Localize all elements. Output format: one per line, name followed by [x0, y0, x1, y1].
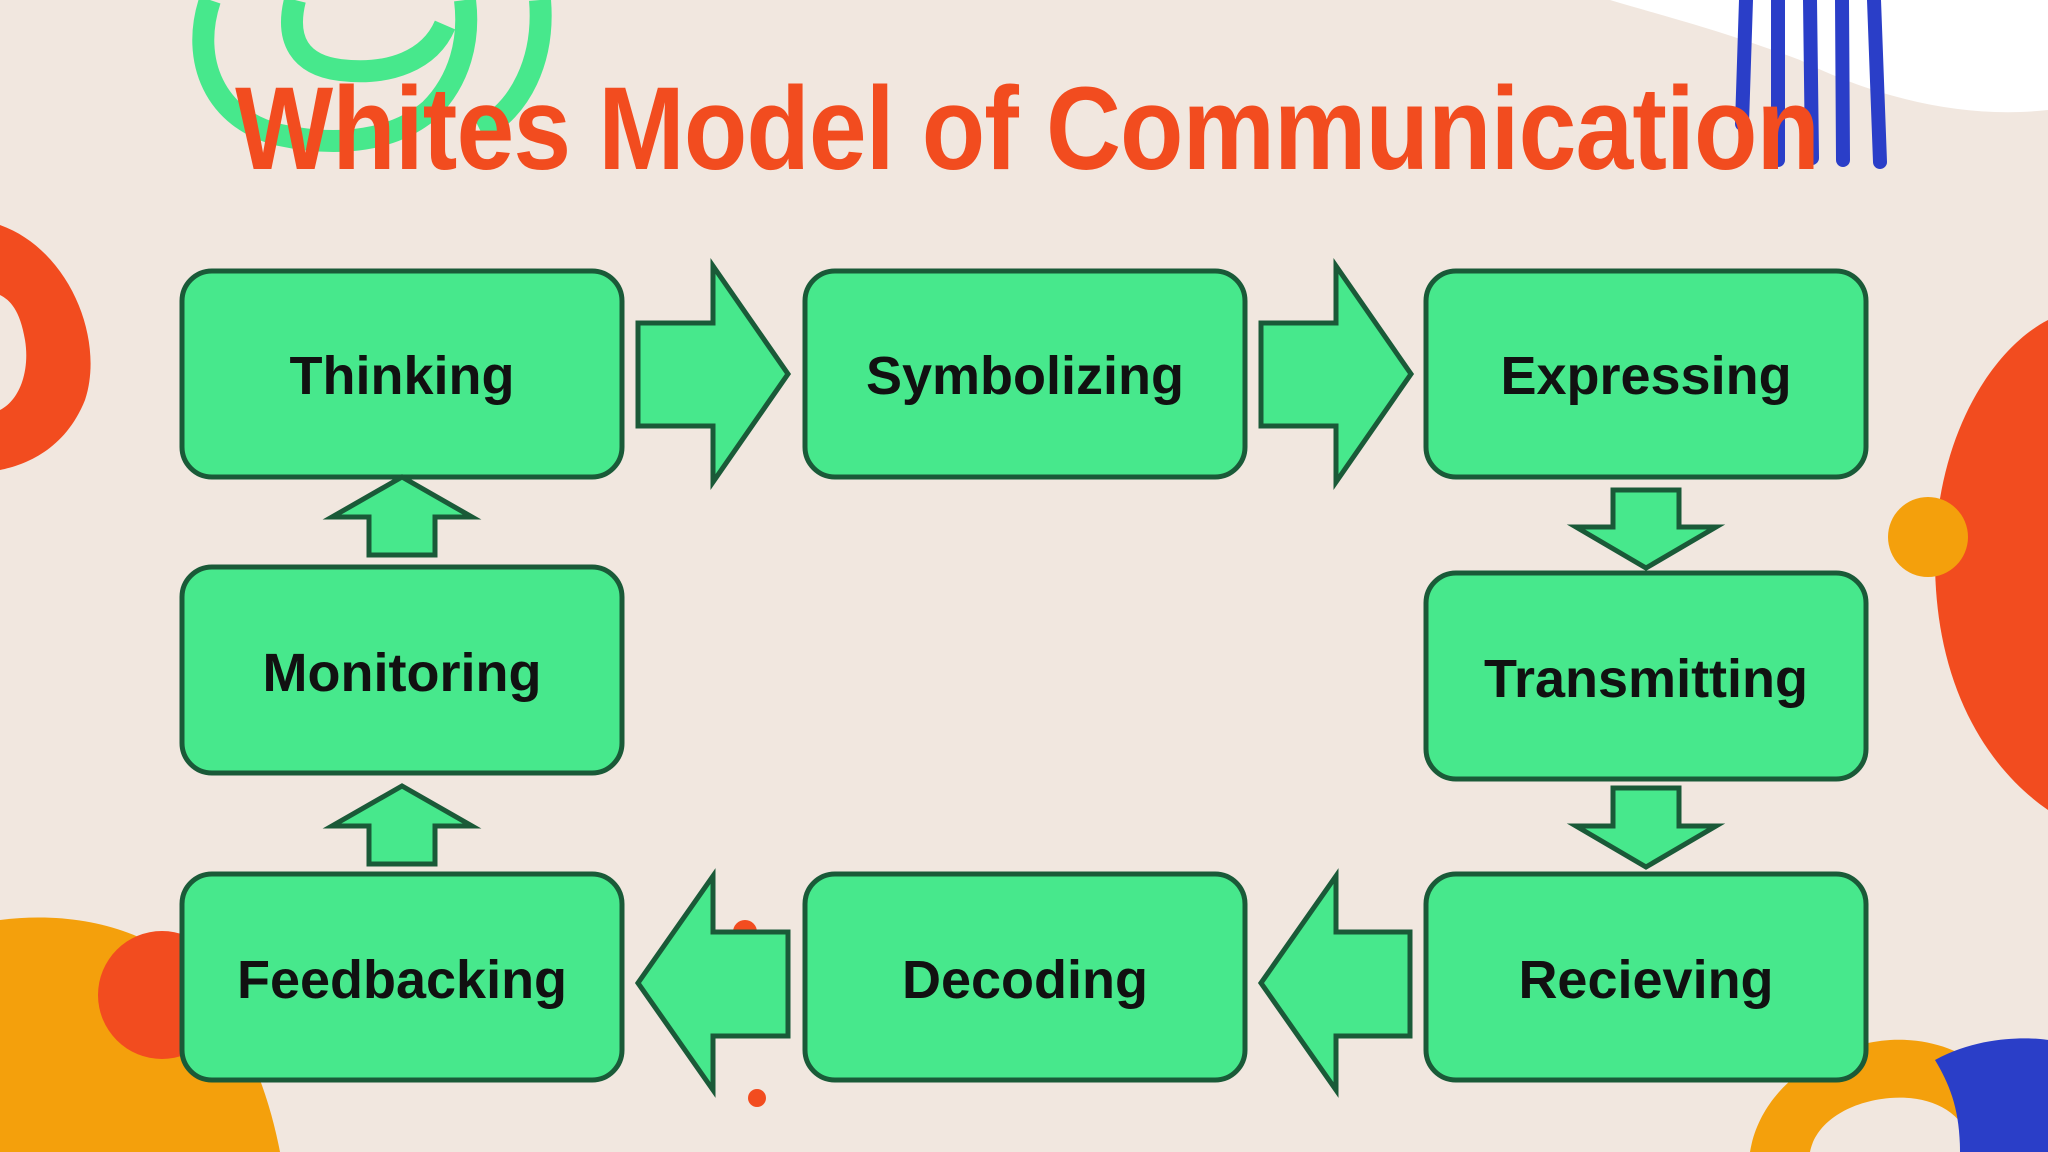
white-cloud-shape — [1610, 0, 2048, 113]
arrow-down-icon — [1566, 785, 1726, 870]
blue-stripes-decoration — [1735, 0, 1887, 169]
label-monitoring: Monitoring — [263, 643, 542, 703]
arrow-up-icon — [322, 783, 482, 867]
box-feedbacking: Feedbacking — [179, 871, 625, 1083]
box-transmitting: Transmitting — [1423, 570, 1869, 782]
box-monitoring: Monitoring — [179, 564, 625, 776]
label-expressing: Expressing — [1500, 346, 1791, 406]
arrow-left-icon — [634, 868, 791, 1098]
arrow-right-icon — [635, 258, 792, 490]
orange-ring-left — [0, 225, 91, 470]
label-symbolizing: Symbolizing — [866, 346, 1184, 406]
box-thinking: Thinking — [179, 268, 625, 480]
label-decoding: Decoding — [902, 950, 1148, 1010]
arrow-down-icon — [1566, 487, 1726, 571]
box-recieving: Recieving — [1423, 871, 1869, 1083]
page-title: Whites Model of Communication — [235, 63, 1820, 195]
box-decoding: Decoding — [802, 871, 1248, 1083]
arrow-up-icon — [322, 474, 482, 558]
label-recieving: Recieving — [1518, 950, 1773, 1010]
blue-arc-bottom-right — [1935, 1038, 2048, 1152]
orange-halfcircle-right — [1935, 320, 2048, 810]
box-expressing: Expressing — [1423, 268, 1869, 480]
orange-dot-small-1 — [748, 1089, 766, 1107]
green-spiral-decoration — [192, 0, 552, 153]
arrow-right-icon — [1258, 258, 1415, 490]
label-transmitting: Transmitting — [1484, 649, 1808, 709]
label-thinking: Thinking — [290, 346, 515, 406]
arrow-left-icon — [1257, 868, 1413, 1098]
box-symbolizing: Symbolizing — [802, 268, 1248, 480]
label-feedbacking: Feedbacking — [237, 950, 567, 1010]
yellow-dot-right — [1888, 497, 1968, 577]
